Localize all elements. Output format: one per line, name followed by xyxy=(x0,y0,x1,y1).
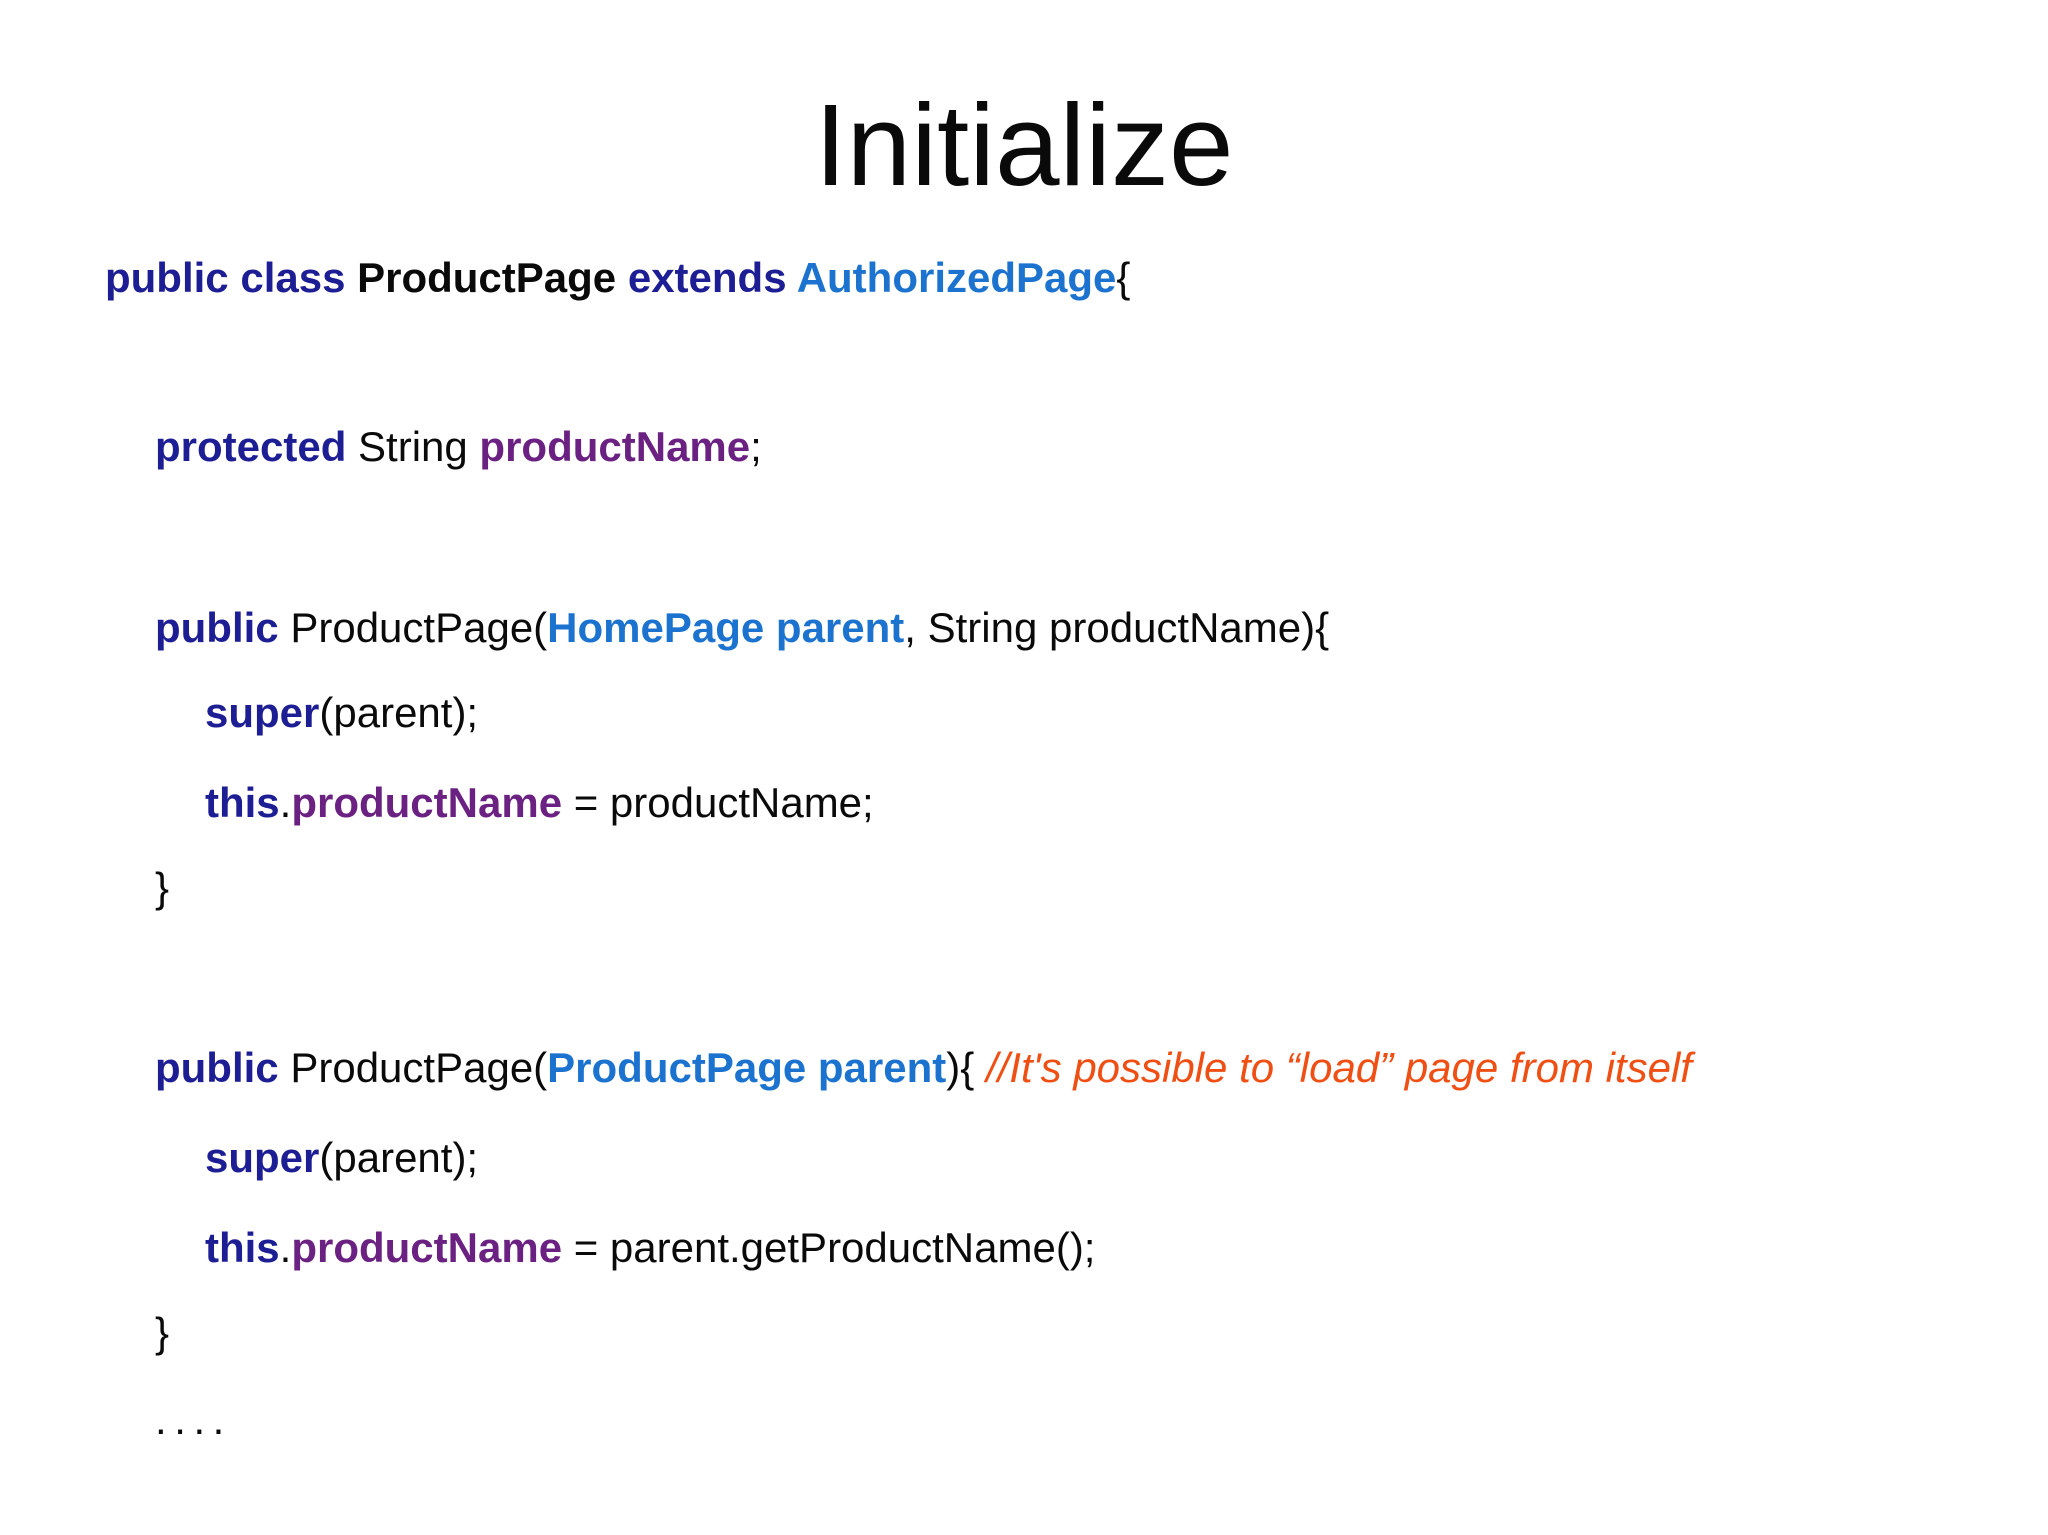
code-line-class-declaration: public class ProductPage extends Authori… xyxy=(105,257,1130,299)
field-product-name: productName xyxy=(479,423,751,470)
assignment-rest: = parent.getProductName(); xyxy=(562,1224,1096,1271)
ellipsis-dots: .... xyxy=(155,1396,232,1443)
param-productpage-parent: ProductPage parent xyxy=(547,1044,947,1091)
code-line-constructor2-close-brace: } xyxy=(155,1312,169,1354)
keyword-extends: extends xyxy=(627,254,797,301)
constructor-name: ProductPage( xyxy=(290,604,548,651)
code-line-constructor2-super-call: super(parent); xyxy=(205,1137,478,1179)
keyword-public: public xyxy=(155,604,291,651)
code-line-constructor2-signature: public ProductPage(ProductPage parent){ … xyxy=(155,1047,1692,1089)
signature-rest: , String productName){ xyxy=(904,604,1330,651)
superclass-name: AuthorizedPage xyxy=(796,254,1117,301)
class-name: ProductPage xyxy=(357,254,628,301)
signature-rest: ){ xyxy=(946,1044,986,1091)
assignment-rest: = productName; xyxy=(562,779,874,826)
keyword-super: super xyxy=(205,1134,320,1181)
type-string: String xyxy=(358,423,480,470)
super-args: (parent); xyxy=(319,1134,479,1181)
close-brace: } xyxy=(155,864,170,911)
keyword-public: public xyxy=(155,1044,291,1091)
keyword-super: super xyxy=(205,689,320,736)
open-brace: { xyxy=(1116,254,1131,301)
code-line-constructor1-super-call: super(parent); xyxy=(205,692,478,734)
keyword-public-class: public class xyxy=(105,254,358,301)
code-line-constructor1-assignment: this.productName = productName; xyxy=(205,782,874,824)
super-args: (parent); xyxy=(319,689,479,736)
param-homepage-parent: HomePage parent xyxy=(547,604,905,651)
code-line-constructor1-signature: public ProductPage(HomePage parent, Stri… xyxy=(155,607,1329,649)
inline-comment: //It's possible to “load” page from itse… xyxy=(985,1044,1692,1091)
code-line-constructor1-close-brace: } xyxy=(155,867,169,909)
keyword-this: this xyxy=(205,779,280,826)
dot: . xyxy=(279,779,292,826)
semicolon: ; xyxy=(750,423,762,470)
code-line-constructor2-assignment: this.productName = parent.getProductName… xyxy=(205,1227,1095,1269)
dot: . xyxy=(279,1224,292,1271)
keyword-protected: protected xyxy=(155,423,359,470)
close-brace: } xyxy=(155,1309,170,1356)
code-line-ellipsis: .... xyxy=(155,1399,232,1441)
constructor-name: ProductPage( xyxy=(290,1044,548,1091)
field-product-name: productName xyxy=(291,1224,563,1271)
field-product-name: productName xyxy=(291,779,563,826)
code-line-field-declaration: protected String productName; xyxy=(155,426,762,468)
keyword-this: this xyxy=(205,1224,280,1271)
slide-title: Initialize xyxy=(814,80,1234,210)
